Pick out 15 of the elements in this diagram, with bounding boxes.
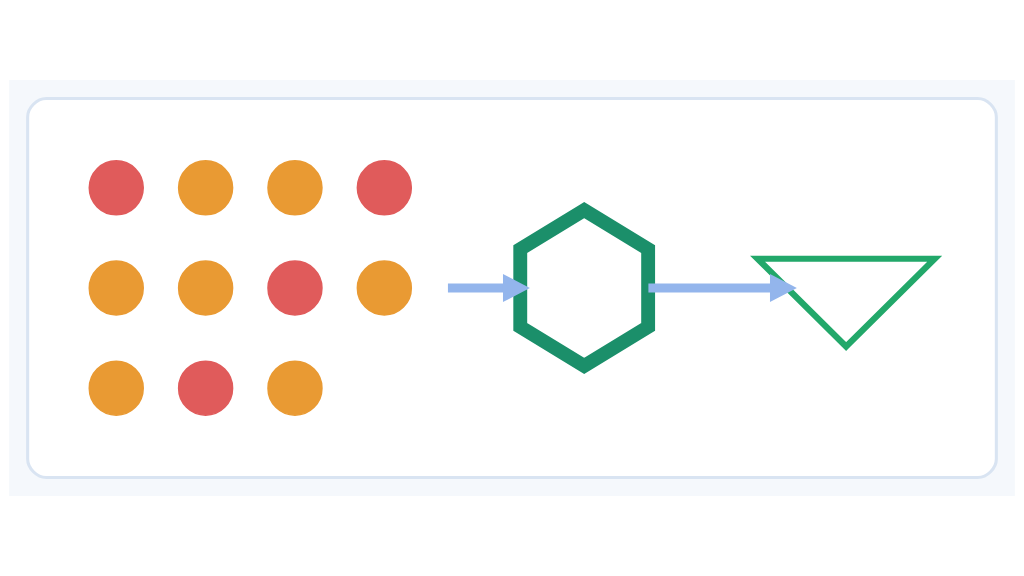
node-circle bbox=[177, 360, 234, 416]
node-circle bbox=[267, 260, 323, 316]
node-circle bbox=[356, 160, 413, 216]
node-circle bbox=[88, 260, 144, 316]
node-circle bbox=[267, 160, 323, 216]
node-circle bbox=[177, 260, 234, 316]
node-envelope bbox=[750, 255, 943, 351]
node-circle bbox=[177, 160, 234, 216]
node-circle bbox=[88, 160, 144, 216]
node-circle bbox=[267, 360, 323, 416]
node-circle bbox=[356, 260, 413, 316]
node-shield bbox=[513, 202, 656, 374]
arrow bbox=[648, 273, 797, 303]
node-circle bbox=[88, 360, 144, 416]
arrow bbox=[447, 273, 530, 303]
